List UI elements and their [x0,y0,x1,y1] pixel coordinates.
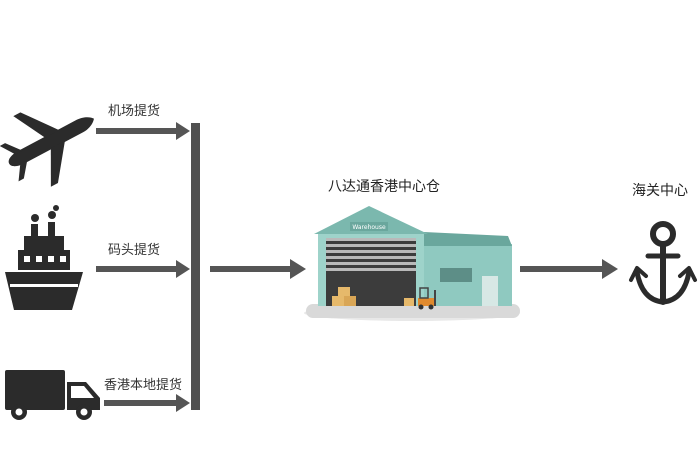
source-label-airport: 机场提货 [108,104,161,119]
collector-bar [191,123,200,410]
source-label-local: 香港本地提货 [104,378,183,393]
warehouse-sign: Warehouse [352,224,386,231]
arrow-to-customs [520,259,618,279]
arrow-local [104,394,190,412]
warehouse-icon: Warehouse [304,206,520,321]
ship-icon [5,205,83,310]
arrow-airport [96,122,190,140]
airplane-icon [0,112,94,187]
truck-icon [5,370,100,420]
anchor-icon [629,221,697,305]
source-label-wharf: 码头提货 [108,243,161,258]
arrow-wharf [96,260,190,278]
warehouse-title: 八达通香港中心仓 [328,179,440,195]
destination-title: 海关中心 [632,183,688,199]
arrow-to-warehouse [210,259,306,279]
